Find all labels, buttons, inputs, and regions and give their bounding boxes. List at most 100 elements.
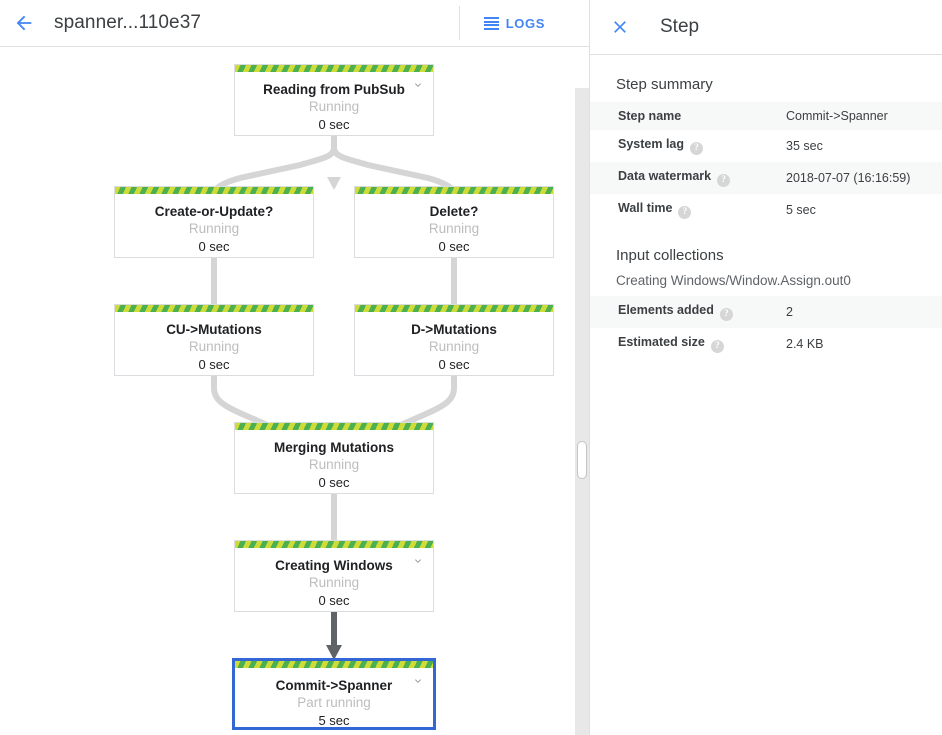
graph-node-delete[interactable]: Delete? Running 0 sec [354, 186, 554, 258]
node-elapsed-time: 5 sec [318, 713, 350, 728]
kv-key-label: Estimated size [618, 335, 705, 349]
node-title: Delete? [429, 204, 479, 219]
table-row: Elements added? 2 [590, 296, 942, 328]
close-icon [614, 21, 626, 33]
node-elapsed-time: 0 sec [438, 357, 470, 372]
node-status: Running [308, 99, 360, 114]
job-graph-pane: spanner...110e37 LOGS [0, 0, 590, 735]
node-title: Commit->Spanner [275, 678, 393, 693]
chevron-down-icon[interactable] [412, 675, 424, 687]
node-elapsed-time: 0 sec [198, 357, 230, 372]
node-status: Running [188, 339, 240, 354]
node-elapsed-time: 0 sec [318, 117, 350, 132]
toolbar-divider [458, 6, 460, 40]
node-title: Creating Windows [275, 558, 393, 573]
kv-value-cell: 5 sec [786, 203, 816, 217]
kv-value-cell: 2018-07-07 (16:16:59) [786, 171, 911, 185]
node-elapsed-time: 0 sec [198, 239, 230, 254]
node-status-stripe [355, 187, 553, 194]
kv-key-cell: Step name [590, 102, 786, 130]
table-row: Data watermark?2018-07-07 (16:16:59) [590, 162, 942, 194]
kv-key-label: Elements added [618, 303, 714, 317]
kv-key-label: Data watermark [618, 169, 712, 183]
step-panel-title: Step [660, 16, 700, 37]
node-status-stripe [235, 541, 433, 548]
node-elapsed-time: 0 sec [318, 593, 350, 608]
step-summary-heading: Step summary [616, 76, 713, 93]
step-panel-header: Step [590, 0, 942, 55]
node-body: Delete? Running 0 sec [355, 194, 553, 264]
node-status: Running [308, 575, 360, 590]
node-title: Create-or-Update? [154, 204, 274, 219]
node-elapsed-time: 0 sec [438, 239, 470, 254]
table-row: Wall time?5 sec [590, 194, 942, 226]
input-collections-heading: Input collections [616, 247, 724, 264]
graph-edges [207, 133, 461, 660]
kv-key-label: System lag [618, 137, 685, 151]
node-status: Running [188, 221, 240, 236]
close-panel-button[interactable] [602, 9, 638, 45]
kv-value-cell: 2 [786, 305, 793, 319]
node-status-stripe [235, 423, 433, 430]
back-button[interactable] [4, 3, 44, 43]
node-title: Reading from PubSub [263, 82, 405, 97]
kv-key-cell: System lag? [590, 130, 786, 162]
node-status-stripe [115, 187, 313, 194]
node-title: Merging Mutations [274, 440, 394, 455]
list-lines-icon [483, 17, 499, 30]
logs-button-label: LOGS [505, 15, 545, 31]
table-row: System lag?35 sec [590, 130, 942, 162]
arrow-left-icon [16, 15, 32, 31]
kv-value-cell: 2.4 KB [786, 337, 824, 351]
chevron-down-icon[interactable] [412, 79, 424, 91]
graph-node-create-or-update[interactable]: Create-or-Update? Running 0 sec [114, 186, 314, 258]
help-icon[interactable]: ? [690, 142, 704, 155]
node-status-stripe [235, 65, 433, 72]
node-status: Part running [297, 695, 371, 710]
chevron-down-icon[interactable] [412, 555, 424, 567]
node-status: Running [428, 221, 480, 236]
help-icon[interactable]: ? [710, 340, 724, 353]
graph-scrollbar-thumb[interactable] [577, 441, 587, 479]
help-icon[interactable]: ? [678, 206, 692, 219]
node-status-stripe [235, 661, 433, 668]
help-icon[interactable]: ? [717, 174, 731, 187]
kv-value-cell: Commit->Spanner [786, 109, 888, 123]
node-elapsed-time: 0 sec [318, 475, 350, 490]
node-title: CU->Mutations [166, 322, 262, 337]
kv-key-label: Step name [618, 109, 682, 123]
top-app-bar-actions: LOGS [458, 0, 589, 46]
input-collection-name: Creating Windows/Window.Assign.out0 [616, 273, 851, 288]
node-status: Running [428, 339, 480, 354]
node-body: Create-or-Update? Running 0 sec [115, 194, 313, 264]
kv-key-cell: Data watermark? [590, 162, 786, 194]
node-status: Running [308, 457, 360, 472]
logs-button[interactable]: LOGS [474, 10, 555, 37]
graph-scrollbar-track[interactable] [575, 88, 589, 735]
top-app-bar: spanner...110e37 LOGS [0, 0, 589, 47]
page-title: spanner...110e37 [54, 12, 202, 33]
kv-key-cell: Estimated size? [590, 328, 786, 360]
table-row: Step name Commit->Spanner [590, 102, 942, 130]
help-icon[interactable]: ? [719, 308, 733, 321]
step-details-panel: Step Step summary Step name Commit->Spann… [590, 0, 942, 735]
node-status-stripe [355, 305, 553, 312]
kv-value-cell: 35 sec [786, 139, 823, 153]
